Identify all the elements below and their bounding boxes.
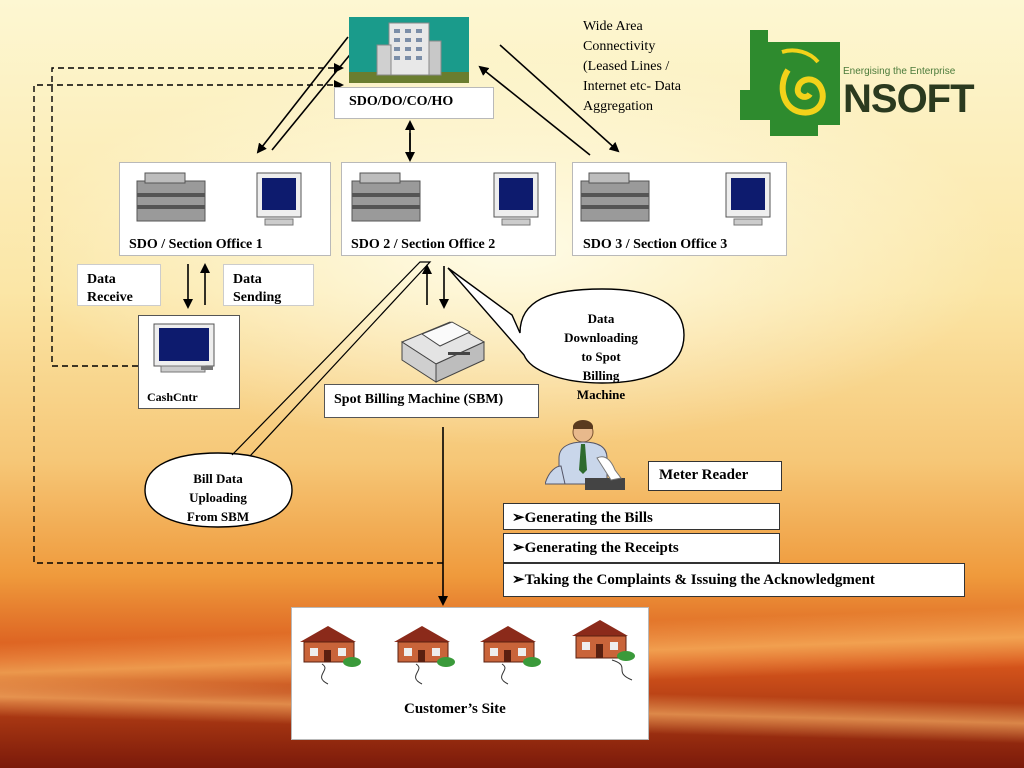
data-downloading-callout: Data Downloading to Spot Billing Machine — [545, 309, 657, 404]
data-sending-label: Data Sending — [223, 264, 314, 306]
sbm-label: Spot Billing Machine (SBM) — [334, 392, 504, 407]
task-generating-receipts: ➢Generating the Receipts — [503, 533, 780, 563]
nsoft-logo: Energising the Enterprise NSOFT — [740, 30, 980, 136]
house-icon — [300, 626, 361, 685]
callout-line: Machine — [576, 387, 626, 402]
bill-data-uploading-callout: Bill Data Uploading From SBM — [163, 469, 273, 526]
wan-note: Wide Area Connectivity (Leased Lines / I… — [583, 17, 681, 117]
customer-site: Customer’s Site — [291, 607, 649, 740]
data-sending-line: Sending — [233, 290, 282, 305]
cash-counter: CashCntr — [138, 315, 240, 409]
printer-icon — [400, 321, 486, 383]
house-icon — [480, 626, 541, 685]
task-complaints-acknowledgment: ➢Taking the Complaints & Issuing the Ack… — [503, 563, 965, 597]
office-building-icon — [351, 172, 421, 222]
section-office-2: SDO 2 / Section Office 2 — [341, 162, 556, 256]
wan-note-line: Connectivity — [583, 39, 656, 54]
headquarters-building-image — [349, 17, 469, 83]
wan-note-line: Internet etc- Data — [583, 79, 681, 94]
computer-monitor-icon — [725, 172, 771, 226]
office-label: SDO 2 / Section Office 2 — [351, 237, 496, 252]
computer-monitor-icon — [153, 323, 215, 373]
headquarters-label-box: SDO/DO/CO/HO — [334, 87, 494, 119]
computer-monitor-icon — [256, 172, 302, 226]
office-building-icon — [580, 172, 650, 222]
data-receive-line: Data — [87, 272, 116, 287]
office-building-icon — [349, 22, 469, 83]
sbm-label-box: Spot Billing Machine (SBM) — [324, 384, 539, 418]
callout-line: From SBM — [186, 509, 250, 524]
section-office-3: SDO 3 / Section Office 3 — [572, 162, 787, 256]
wan-note-line: Aggregation — [583, 99, 653, 114]
wan-note-line: Wide Area — [583, 19, 643, 34]
computer-monitor-icon — [493, 172, 539, 226]
spot-billing-machine-image — [400, 312, 486, 384]
data-receive-label: Data Receive — [77, 264, 161, 306]
section-office-1: SDO / Section Office 1 — [119, 162, 331, 256]
office-label: SDO 3 / Section Office 3 — [583, 237, 728, 252]
house-icon — [572, 620, 635, 681]
headquarters-label: SDO/DO/CO/HO — [349, 94, 454, 109]
data-sending-line: Data — [233, 272, 262, 287]
callout-line: Billing — [582, 368, 620, 383]
logo-tagline: Energising the Enterprise — [843, 66, 956, 77]
callout-line: Downloading — [564, 330, 638, 345]
data-receive-line: Receive — [87, 290, 133, 305]
task-generating-bills: ➢Generating the Bills — [503, 503, 780, 530]
customer-site-label: Customer’s Site — [404, 701, 506, 717]
nsoft-emblem-icon — [740, 30, 840, 136]
logo-name: NSOFT — [843, 77, 975, 121]
person-icon — [544, 420, 625, 490]
office-building-icon — [136, 172, 206, 222]
meter-reader-label-box: Meter Reader — [648, 461, 782, 491]
meter-reader-figure — [544, 418, 635, 500]
house-icon — [394, 626, 455, 685]
wan-note-line: (Leased Lines / — [583, 59, 670, 74]
callout-line: to Spot — [581, 349, 621, 364]
callout-line: Bill Data — [193, 471, 243, 486]
callout-line: Uploading — [189, 490, 247, 505]
cash-counter-label: CashCntr — [147, 390, 198, 404]
office-label: SDO / Section Office 1 — [129, 237, 263, 252]
meter-reader-label: Meter Reader — [659, 467, 749, 483]
callout-line: Data — [587, 311, 615, 326]
